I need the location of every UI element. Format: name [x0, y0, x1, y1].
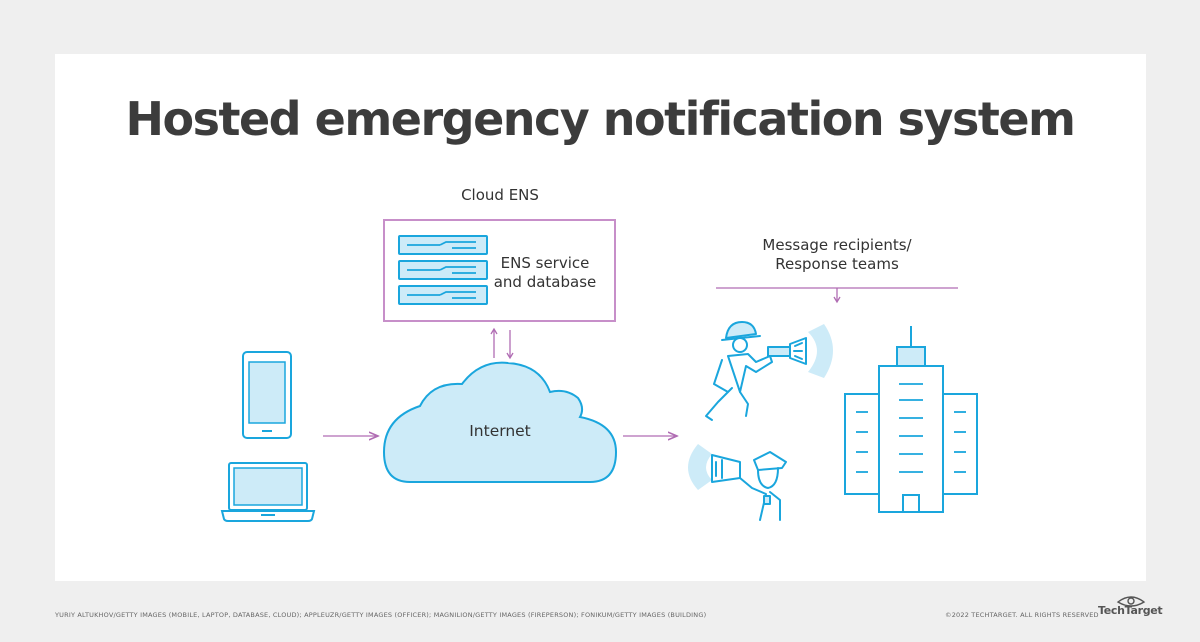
cloud-ens-label: Cloud ENS [461, 186, 539, 204]
brand-name: TechTarget [1098, 604, 1163, 617]
recipients-label-line2: Response teams [775, 255, 899, 273]
diagram-title: Hosted emergency notification system [125, 92, 1076, 146]
firefighter-icon [705, 321, 833, 421]
recipients-label: Message recipients/ Response teams [742, 236, 932, 274]
ens-service-label-line1: ENS service [500, 254, 590, 272]
building-icon [844, 326, 978, 513]
recipients-bracket [716, 287, 958, 304]
recipients-label-line1: Message recipients/ [762, 236, 912, 254]
laptop-icon [220, 462, 316, 522]
police-officer-icon [688, 444, 787, 521]
cloud-icon [382, 361, 618, 483]
techtarget-logo-icon [1116, 596, 1146, 607]
database-server-icon [398, 235, 488, 305]
internet-label: Internet [469, 422, 531, 440]
sync-arrows [490, 327, 514, 360]
mobile-phone-icon [242, 351, 292, 439]
image-credits: YURIY ALTUKHOV/GETTY IMAGES (MOBILE, LAP… [55, 611, 707, 619]
ens-service-label-line2: and database [493, 273, 597, 291]
ens-service-box [383, 219, 616, 322]
copyright-notice: ©2022 TECHTARGET. ALL RIGHTS RESERVED [945, 611, 1099, 619]
ens-service-label: ENS service and database [490, 254, 600, 292]
